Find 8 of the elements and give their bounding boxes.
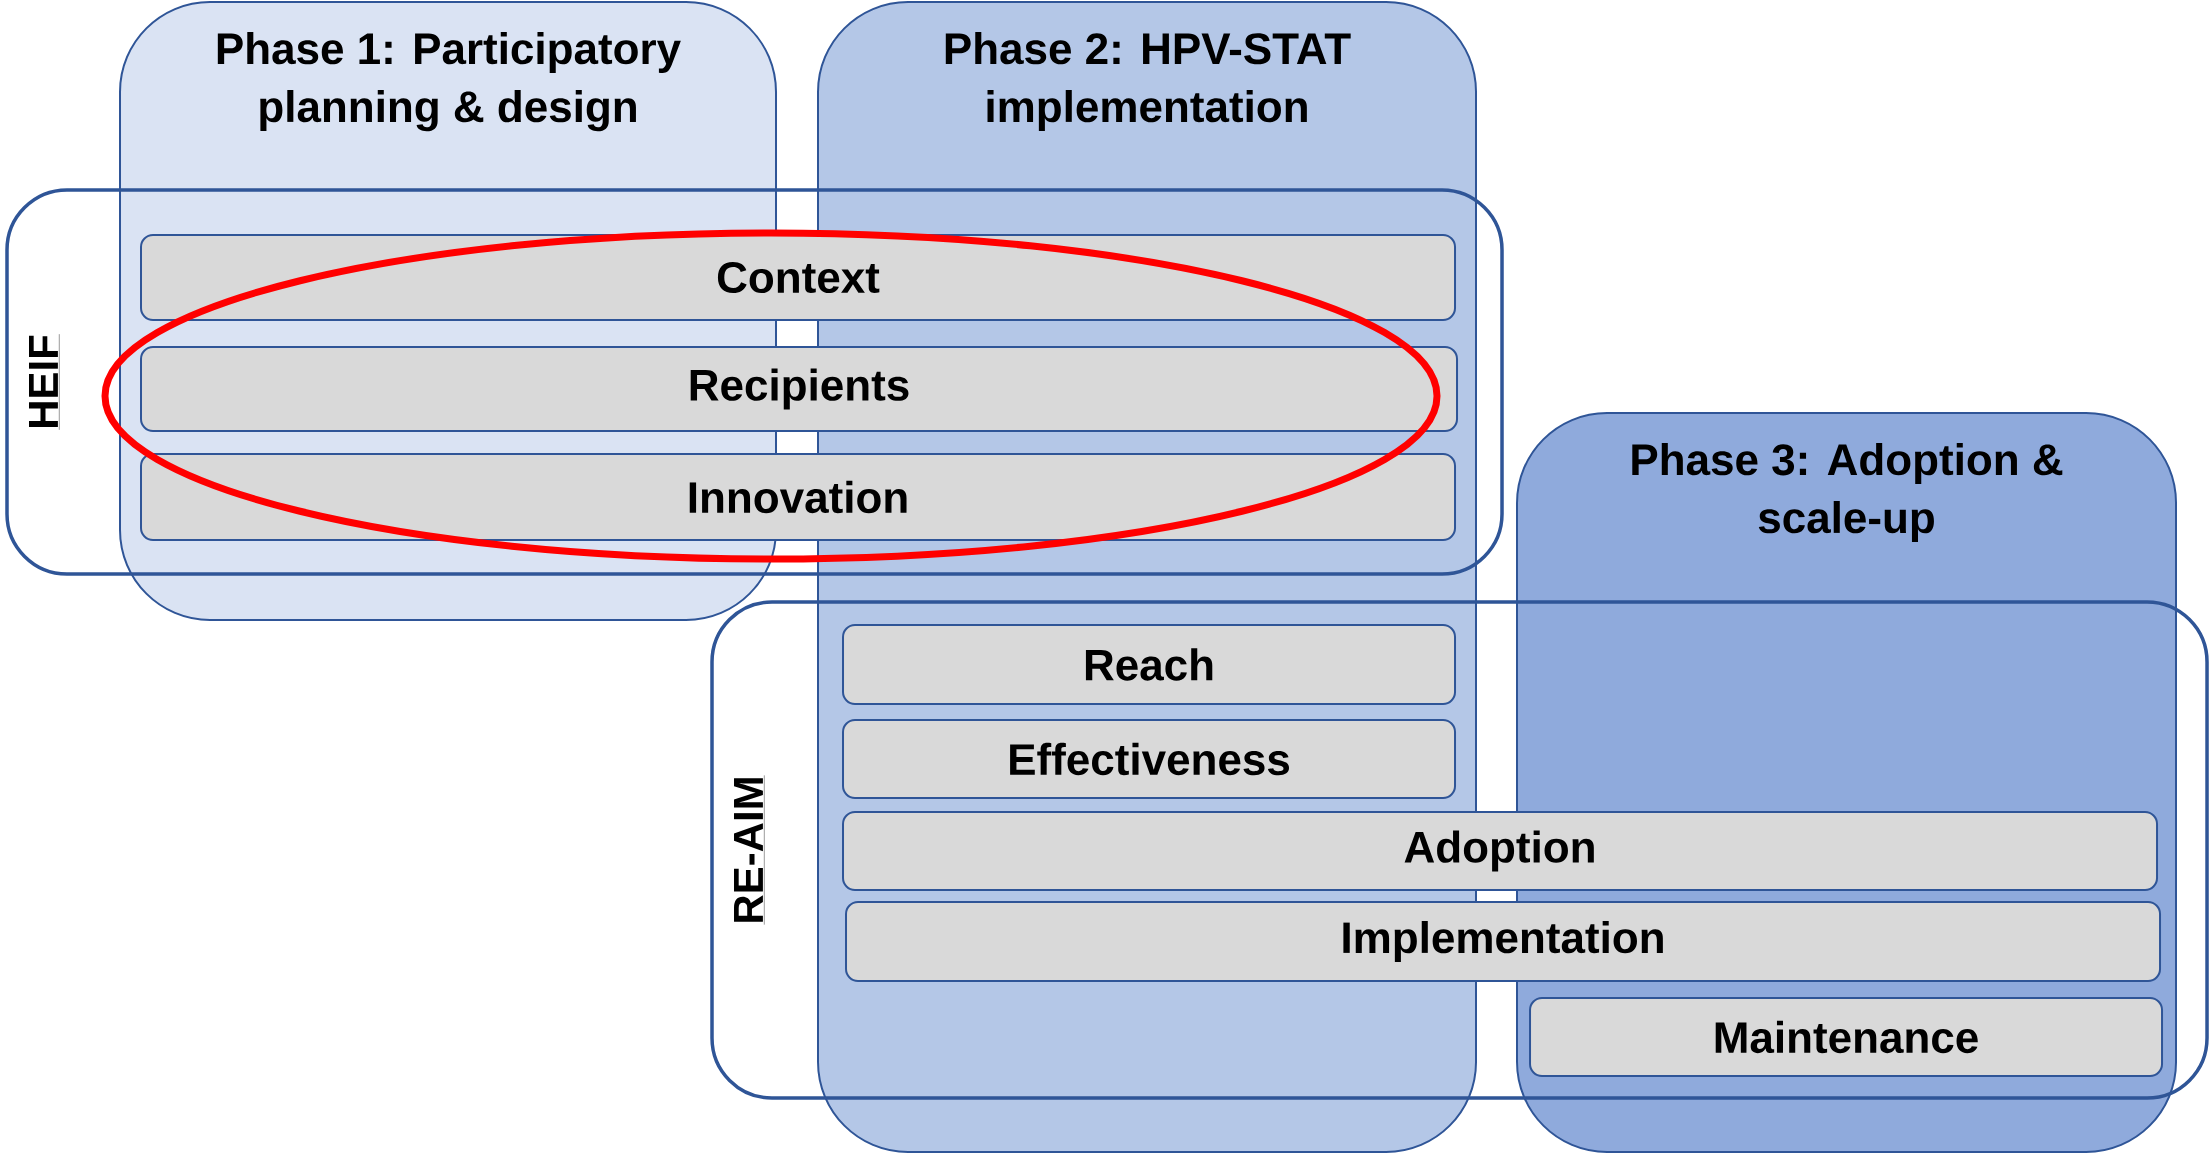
construct-bar: Reach <box>842 624 1456 705</box>
construct-bar: Adoption <box>842 811 2159 891</box>
construct-bar: Innovation <box>140 453 1456 541</box>
construct-bar: Context <box>140 234 1456 321</box>
construct-bar: Effectiveness <box>842 719 1456 799</box>
construct-bar: Implementation <box>845 901 2162 982</box>
construct-bar: Maintenance <box>1529 997 2164 1077</box>
construct-bar: Recipients <box>140 346 1458 432</box>
